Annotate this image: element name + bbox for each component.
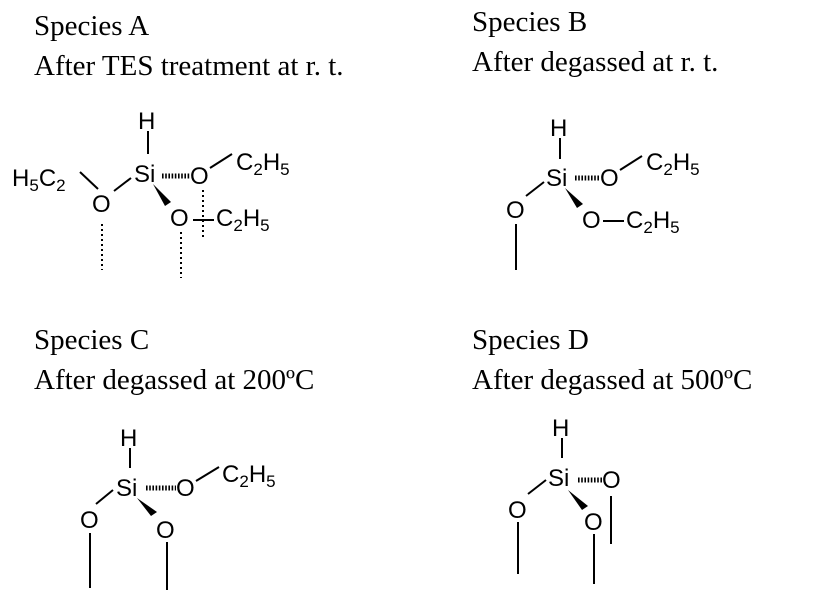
- species-b-bold-wedge-bond: [565, 188, 583, 208]
- species-b-ethyl-low-c: C: [626, 207, 643, 234]
- species-d-panel: Species D After degassed at 500ºC H Si O…: [470, 318, 813, 595]
- species-a-ethyl-right: C2H5: [236, 149, 290, 179]
- species-a-owedge-ethyl-bond: [209, 153, 233, 169]
- species-a-oxygen-left: O: [92, 191, 111, 218]
- species-d-oxygen-left: O: [508, 497, 527, 524]
- species-b-panel: Species B After degassed at r. t. H Si O…: [470, 0, 813, 300]
- species-b-ethyl-right: C2H5: [646, 149, 700, 179]
- species-a-hydrogen: H: [138, 108, 155, 135]
- species-d-condition: After degassed at 500ºC: [472, 364, 753, 396]
- species-b-oxygen-left: O: [506, 197, 525, 224]
- species-a-si-oleft-bond: [113, 177, 132, 192]
- species-c-panel: Species C After degassed at 200ºC H Si O…: [0, 318, 420, 595]
- species-d-oxygen-bold: O: [584, 509, 603, 536]
- species-c-ethyl-right-h: H: [249, 461, 266, 488]
- species-d-si-oleft-bond: [527, 479, 547, 495]
- species-c-silicon: Si: [116, 475, 137, 502]
- species-c-hydrogen: H: [120, 425, 137, 452]
- species-a-ethyl-low-h: H: [243, 205, 260, 232]
- species-c-oxygen-wedge: O: [176, 475, 195, 502]
- species-c-si-oleft-bond: [95, 489, 114, 505]
- species-d-bold-wedge-bond: [568, 490, 588, 510]
- species-c-ethyl-right-c-count: 2: [239, 472, 248, 491]
- species-a-ethyl-low-h-count: 5: [260, 216, 269, 235]
- species-a-ethyl-right-h-count: 5: [280, 160, 289, 179]
- species-b-name: Species B: [472, 6, 588, 38]
- species-c-oxygen-left: O: [80, 507, 99, 534]
- species-b-ethyl-low-h: H: [653, 207, 670, 234]
- species-d-silicon: Si: [548, 465, 569, 492]
- species-a-oxygen-bold: O: [170, 205, 189, 232]
- species-b-silicon: Si: [546, 165, 567, 192]
- species-b-ethyl-right-c-count: 2: [663, 160, 672, 179]
- species-b-oxygen-wedge: O: [600, 165, 619, 192]
- species-c-structure: H Si O O O C2H5: [80, 425, 276, 590]
- species-c-ethyl-right: C2H5: [222, 461, 276, 491]
- species-b-condition: After degassed at r. t.: [472, 46, 719, 78]
- species-a-name: Species A: [34, 10, 150, 42]
- species-a-ethyl-low-c: C: [216, 205, 233, 232]
- species-a-oxygen-wedge: O: [190, 163, 209, 190]
- species-b-ethyl-low-h-count: 5: [670, 218, 679, 237]
- species-c-condition: After degassed at 200ºC: [34, 364, 315, 396]
- species-a-ethyl-left: H5C2: [12, 165, 66, 195]
- species-d-name: Species D: [472, 324, 589, 356]
- species-a-ethyl-right-c-count: 2: [253, 160, 262, 179]
- species-c-owedge-ethyl-bond: [195, 466, 220, 482]
- species-a-ethyl-right-c: C: [236, 149, 253, 176]
- species-a-silicon: Si: [134, 161, 155, 188]
- species-b-ethyl-right-h-count: 5: [690, 160, 699, 179]
- species-c-oxygen-bold: O: [156, 517, 175, 544]
- species-b-ethyl-low-c-count: 2: [643, 218, 652, 237]
- species-a-condition: After TES treatment at r. t.: [34, 50, 344, 82]
- species-b-owedge-ethyl-bond: [619, 155, 643, 171]
- species-a-structure: H Si O O O C2H5 C2H5 H5C2: [12, 108, 290, 278]
- species-c-ethyl-right-c: C: [222, 461, 239, 488]
- species-b-si-oleft-bond: [525, 181, 545, 197]
- species-b-ethyl-low: C2H5: [626, 207, 680, 237]
- species-b-structure: H Si O O O C2H5 C2H5: [506, 115, 700, 270]
- species-a-ethyl-left-h-count: 5: [29, 176, 38, 195]
- species-d-structure: H Si O O O: [508, 415, 621, 584]
- species-a-bold-wedge-bond: [153, 184, 171, 206]
- species-a-oleft-ethyl-bond: [79, 171, 99, 190]
- species-a-ethyl-left-h: H: [12, 165, 29, 192]
- species-a-panel: Species A After TES treatment at r. t. H…: [0, 0, 420, 300]
- species-c-ethyl-right-h-count: 5: [266, 472, 275, 491]
- species-a-ethyl-left-c-count: 2: [56, 176, 65, 195]
- species-a-ethyl-right-h: H: [263, 149, 280, 176]
- species-a-ethyl-low: C2H5: [216, 205, 270, 235]
- species-c-name: Species C: [34, 324, 150, 356]
- species-d-hydrogen: H: [552, 415, 569, 442]
- species-a-ethyl-left-c: C: [39, 165, 56, 192]
- species-b-ethyl-right-h: H: [673, 149, 690, 176]
- species-d-oxygen-wedge: O: [602, 467, 621, 494]
- species-c-bold-wedge-bond: [137, 498, 157, 516]
- species-a-ethyl-low-c-count: 2: [233, 216, 242, 235]
- species-b-hydrogen: H: [550, 115, 567, 142]
- species-b-oxygen-bold: O: [582, 207, 601, 234]
- species-b-ethyl-right-c: C: [646, 149, 663, 176]
